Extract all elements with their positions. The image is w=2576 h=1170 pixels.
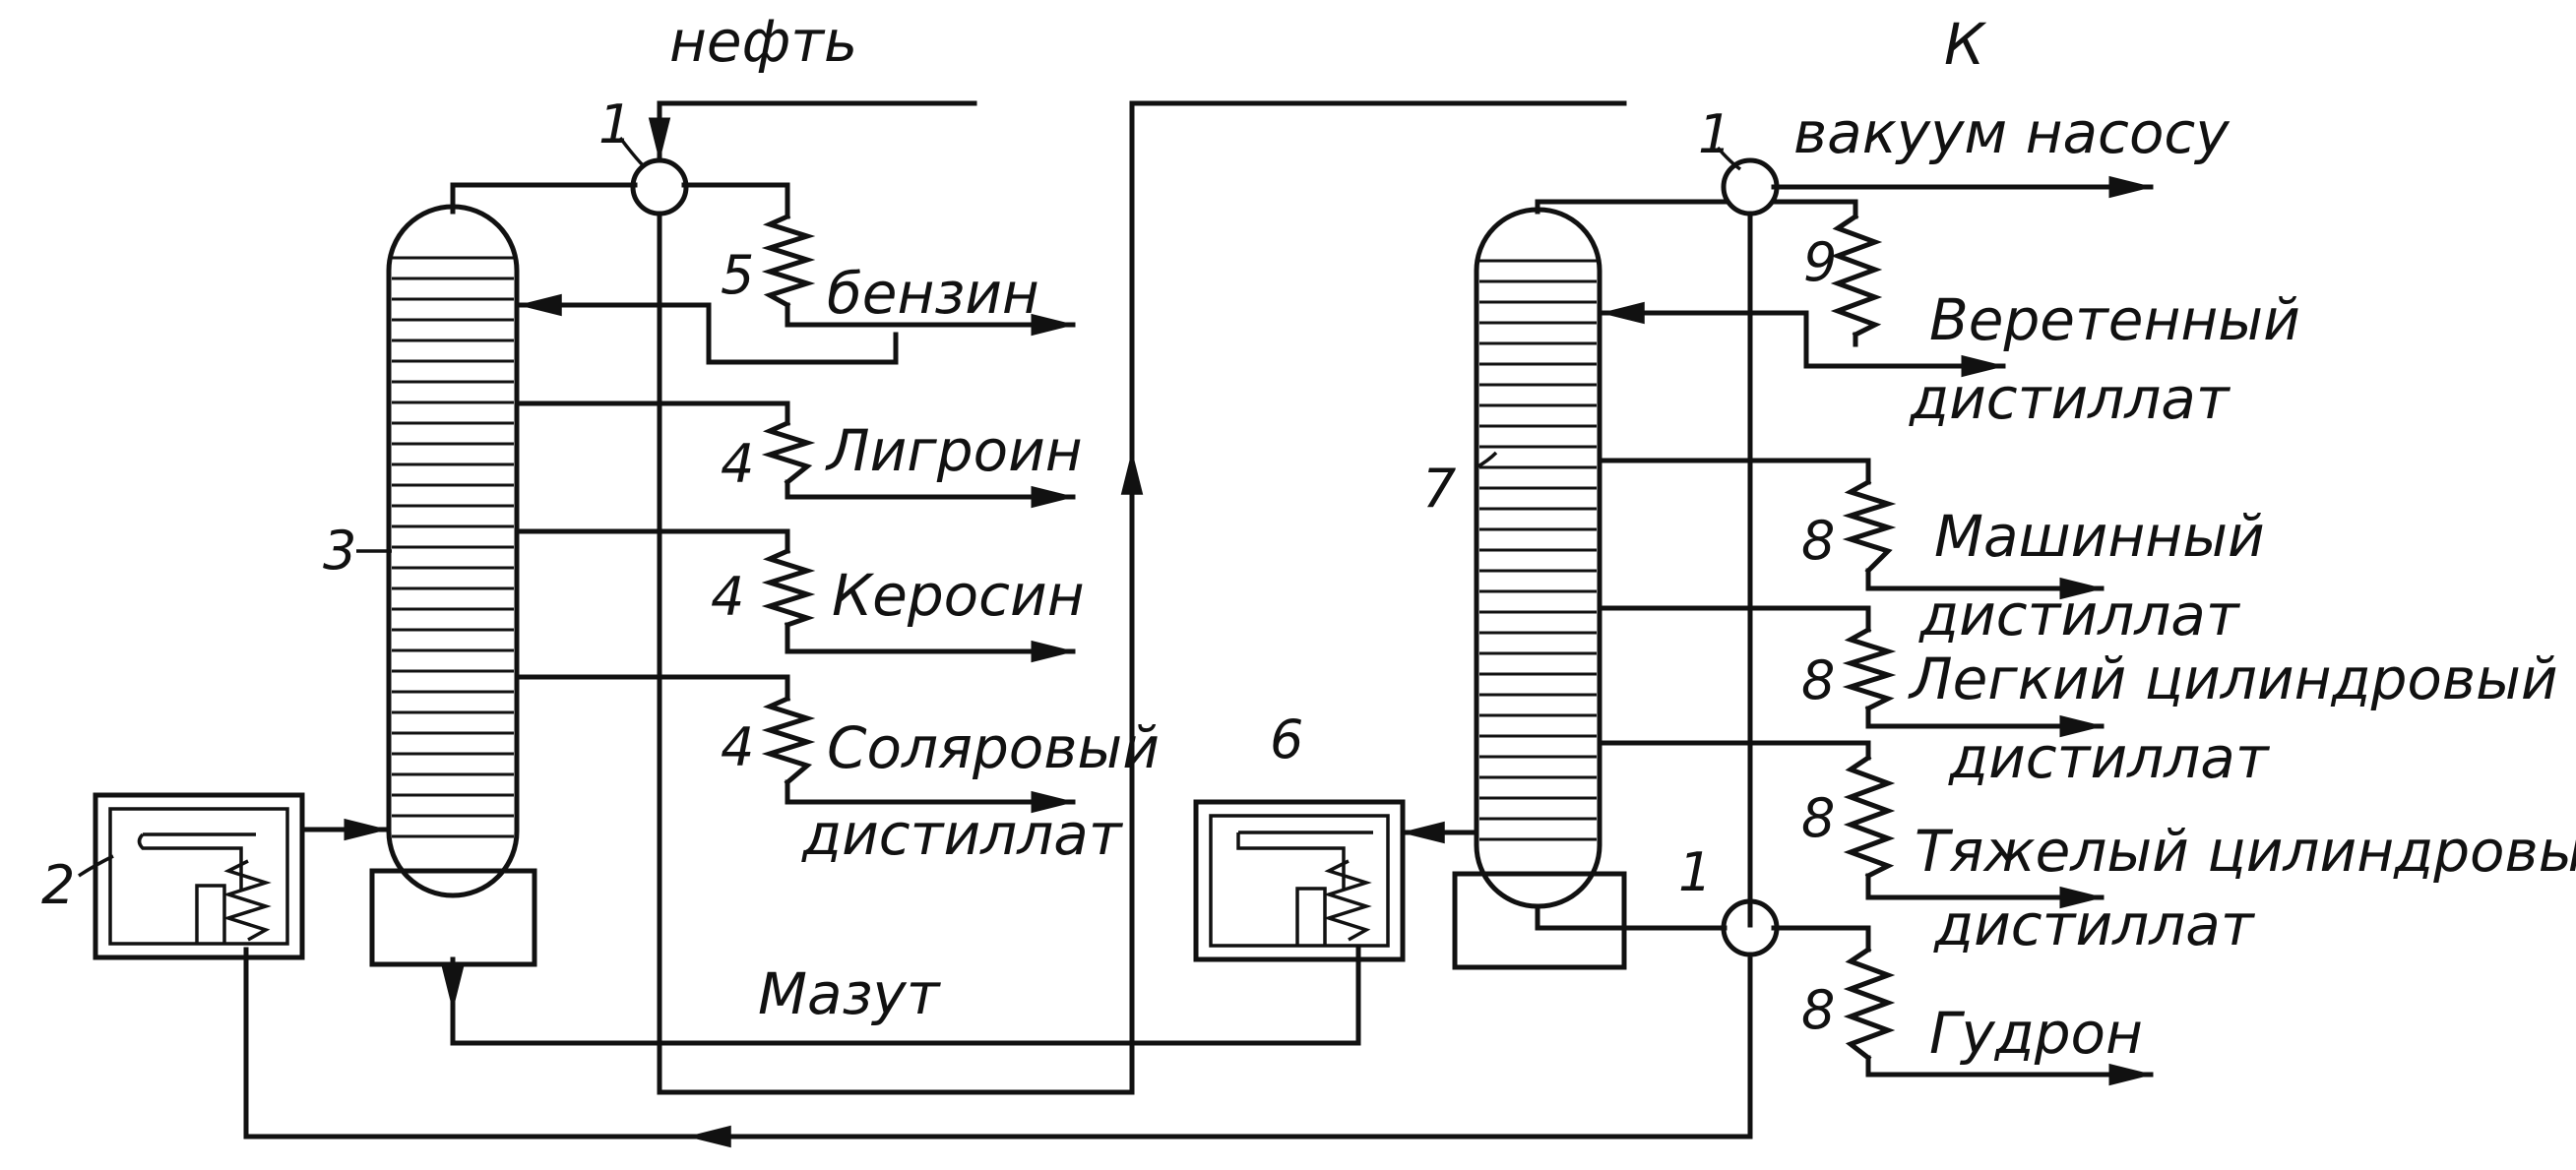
num-cooler-machine: 8 xyxy=(1801,510,1835,572)
pipelines-left xyxy=(243,100,1753,1148)
num-furnace-right: 6 xyxy=(1270,708,1303,770)
num-cooler-spindle: 9 xyxy=(1803,231,1837,293)
column-trays-right xyxy=(1479,259,1597,841)
num-cooler-benzin: 5 xyxy=(721,244,754,306)
num-pump-top-right: 1 xyxy=(1698,103,1731,165)
cooler-spindle xyxy=(1830,213,1883,339)
text-labels: нефть К вакуум насосу бензин Лигроин Кер… xyxy=(669,8,2576,1067)
label-mazut: Мазут xyxy=(758,960,942,1027)
label-spindle-1: Веретенный xyxy=(1929,286,2300,353)
label-heavy-cyl-2: дистиллат xyxy=(1933,892,2256,958)
num-column-right: 7 xyxy=(1422,458,1456,520)
num-column-left: 3 xyxy=(323,520,356,582)
vacuum-column xyxy=(1452,207,1627,970)
num-cooler-ligroin: 4 xyxy=(721,433,754,495)
cooler-benzin xyxy=(761,213,816,309)
tube-furnace-right xyxy=(1193,799,1406,962)
cooler-machine xyxy=(1842,478,1897,575)
cooler-gudron xyxy=(1843,946,1896,1062)
label-spindle-2: дистиллат xyxy=(1909,365,2231,432)
cooler-solar xyxy=(761,695,816,786)
num-pump-bottom-right: 1 xyxy=(1678,841,1712,903)
pump-right-bottom xyxy=(1721,898,1780,957)
label-light-cyl-2: дистиллат xyxy=(1948,724,2271,791)
coolers xyxy=(761,213,1897,1062)
cooler-heavy-cyl xyxy=(1843,754,1896,880)
num-furnace-left: 2 xyxy=(41,854,75,916)
num-cooler-light-cyl: 8 xyxy=(1801,649,1835,711)
furnace-coil-left xyxy=(222,859,272,942)
crude-inlet-line xyxy=(648,100,977,162)
pump-left-top xyxy=(630,157,689,216)
pipelines-right xyxy=(1400,175,2154,1086)
label-solar-1: Соляровый xyxy=(827,714,1160,781)
label-light-cyl-1: Легкий цилиндровый xyxy=(1908,646,2558,712)
label-vacuum: вакуум насосу xyxy=(1793,99,2230,166)
num-cooler-heavy-cyl: 8 xyxy=(1801,787,1835,849)
num-pump-top-left: 1 xyxy=(598,93,632,155)
label-heavy-cyl-1: Тяжелый цилиндровый xyxy=(1915,818,2576,885)
cooler-light-cyl xyxy=(1842,626,1897,712)
label-benzin: бензин xyxy=(827,260,1039,327)
num-cooler-kerosin: 4 xyxy=(711,566,744,628)
label-kerosin: Керосин xyxy=(832,562,1085,629)
numeric-callouts: 1 1 1 2 3 5 4 4 4 6 7 9 8 8 8 8 xyxy=(41,93,1837,1041)
atmospheric-column xyxy=(369,204,537,967)
cooler-ligroin xyxy=(761,419,816,486)
leader-lines xyxy=(78,136,1742,878)
label-k: К xyxy=(1944,11,1987,78)
pump-right-top xyxy=(1721,157,1780,216)
num-cooler-gudron: 8 xyxy=(1801,979,1835,1041)
column-trays-left xyxy=(392,256,514,838)
label-ligroin: Лигроин xyxy=(825,417,1083,484)
label-solar-2: дистиллат xyxy=(801,801,1124,868)
pumps xyxy=(630,157,1780,957)
cooler-kerosin xyxy=(761,547,816,629)
label-machine-1: Машинный xyxy=(1934,503,2265,570)
label-neft: нефть xyxy=(669,8,857,75)
num-cooler-solar: 4 xyxy=(721,716,754,778)
furnace-coil-right xyxy=(1323,859,1372,942)
label-gudron: Гудрон xyxy=(1929,1000,2143,1067)
tube-furnace-left xyxy=(93,792,305,960)
label-machine-2: дистиллат xyxy=(1918,582,2241,648)
